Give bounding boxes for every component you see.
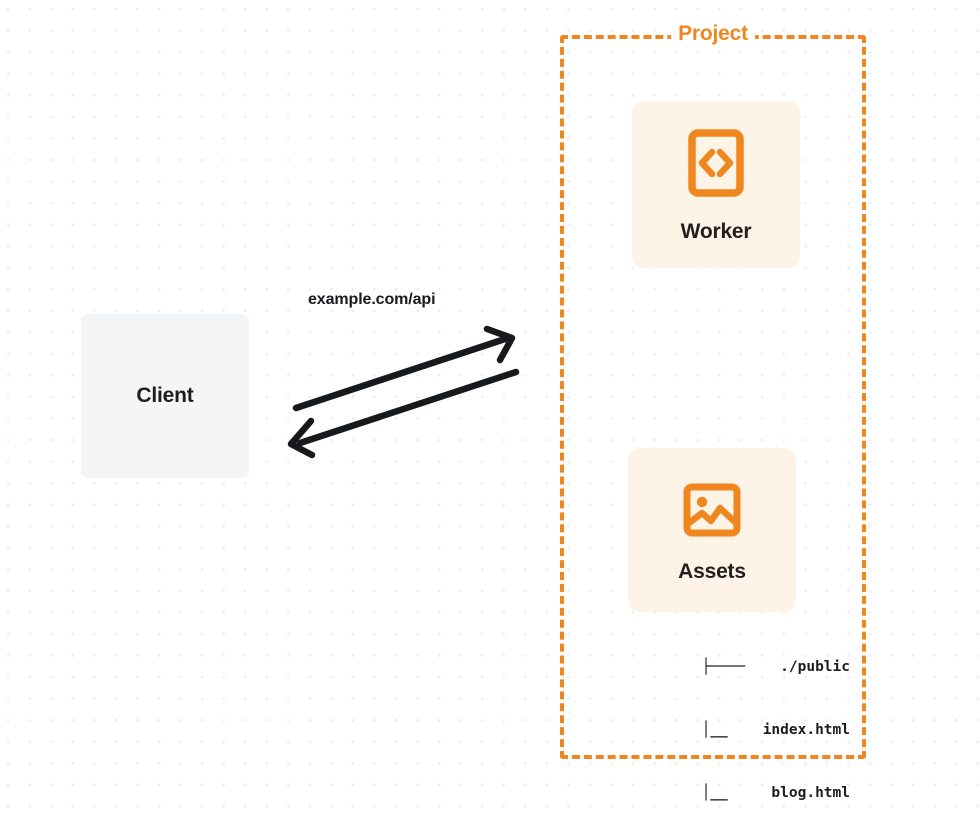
client-node[interactable]: Client xyxy=(81,314,249,478)
project-title: Project xyxy=(671,22,755,46)
worker-node-label: Worker xyxy=(680,220,752,243)
file-tree-row: ├──── ./public xyxy=(701,659,850,675)
project-boundary: Project Worker Assets xyxy=(560,22,866,801)
connection-label: example.com/api xyxy=(308,291,436,308)
assets-node-label: Assets xyxy=(678,560,746,583)
request-arrow xyxy=(292,325,516,412)
image-icon xyxy=(683,481,741,544)
assets-node[interactable]: Assets xyxy=(628,448,796,612)
code-brackets-icon xyxy=(688,129,744,202)
assets-file-tree: ├──── ./public │__ index.html │__ blog.h… xyxy=(600,615,850,818)
response-arrow xyxy=(287,368,520,459)
file-tree-row: │__ blog.html xyxy=(692,785,850,801)
worker-node[interactable]: Worker xyxy=(632,101,800,268)
client-node-label: Client xyxy=(136,384,194,407)
file-tree-row: │__ index.html xyxy=(692,722,850,738)
